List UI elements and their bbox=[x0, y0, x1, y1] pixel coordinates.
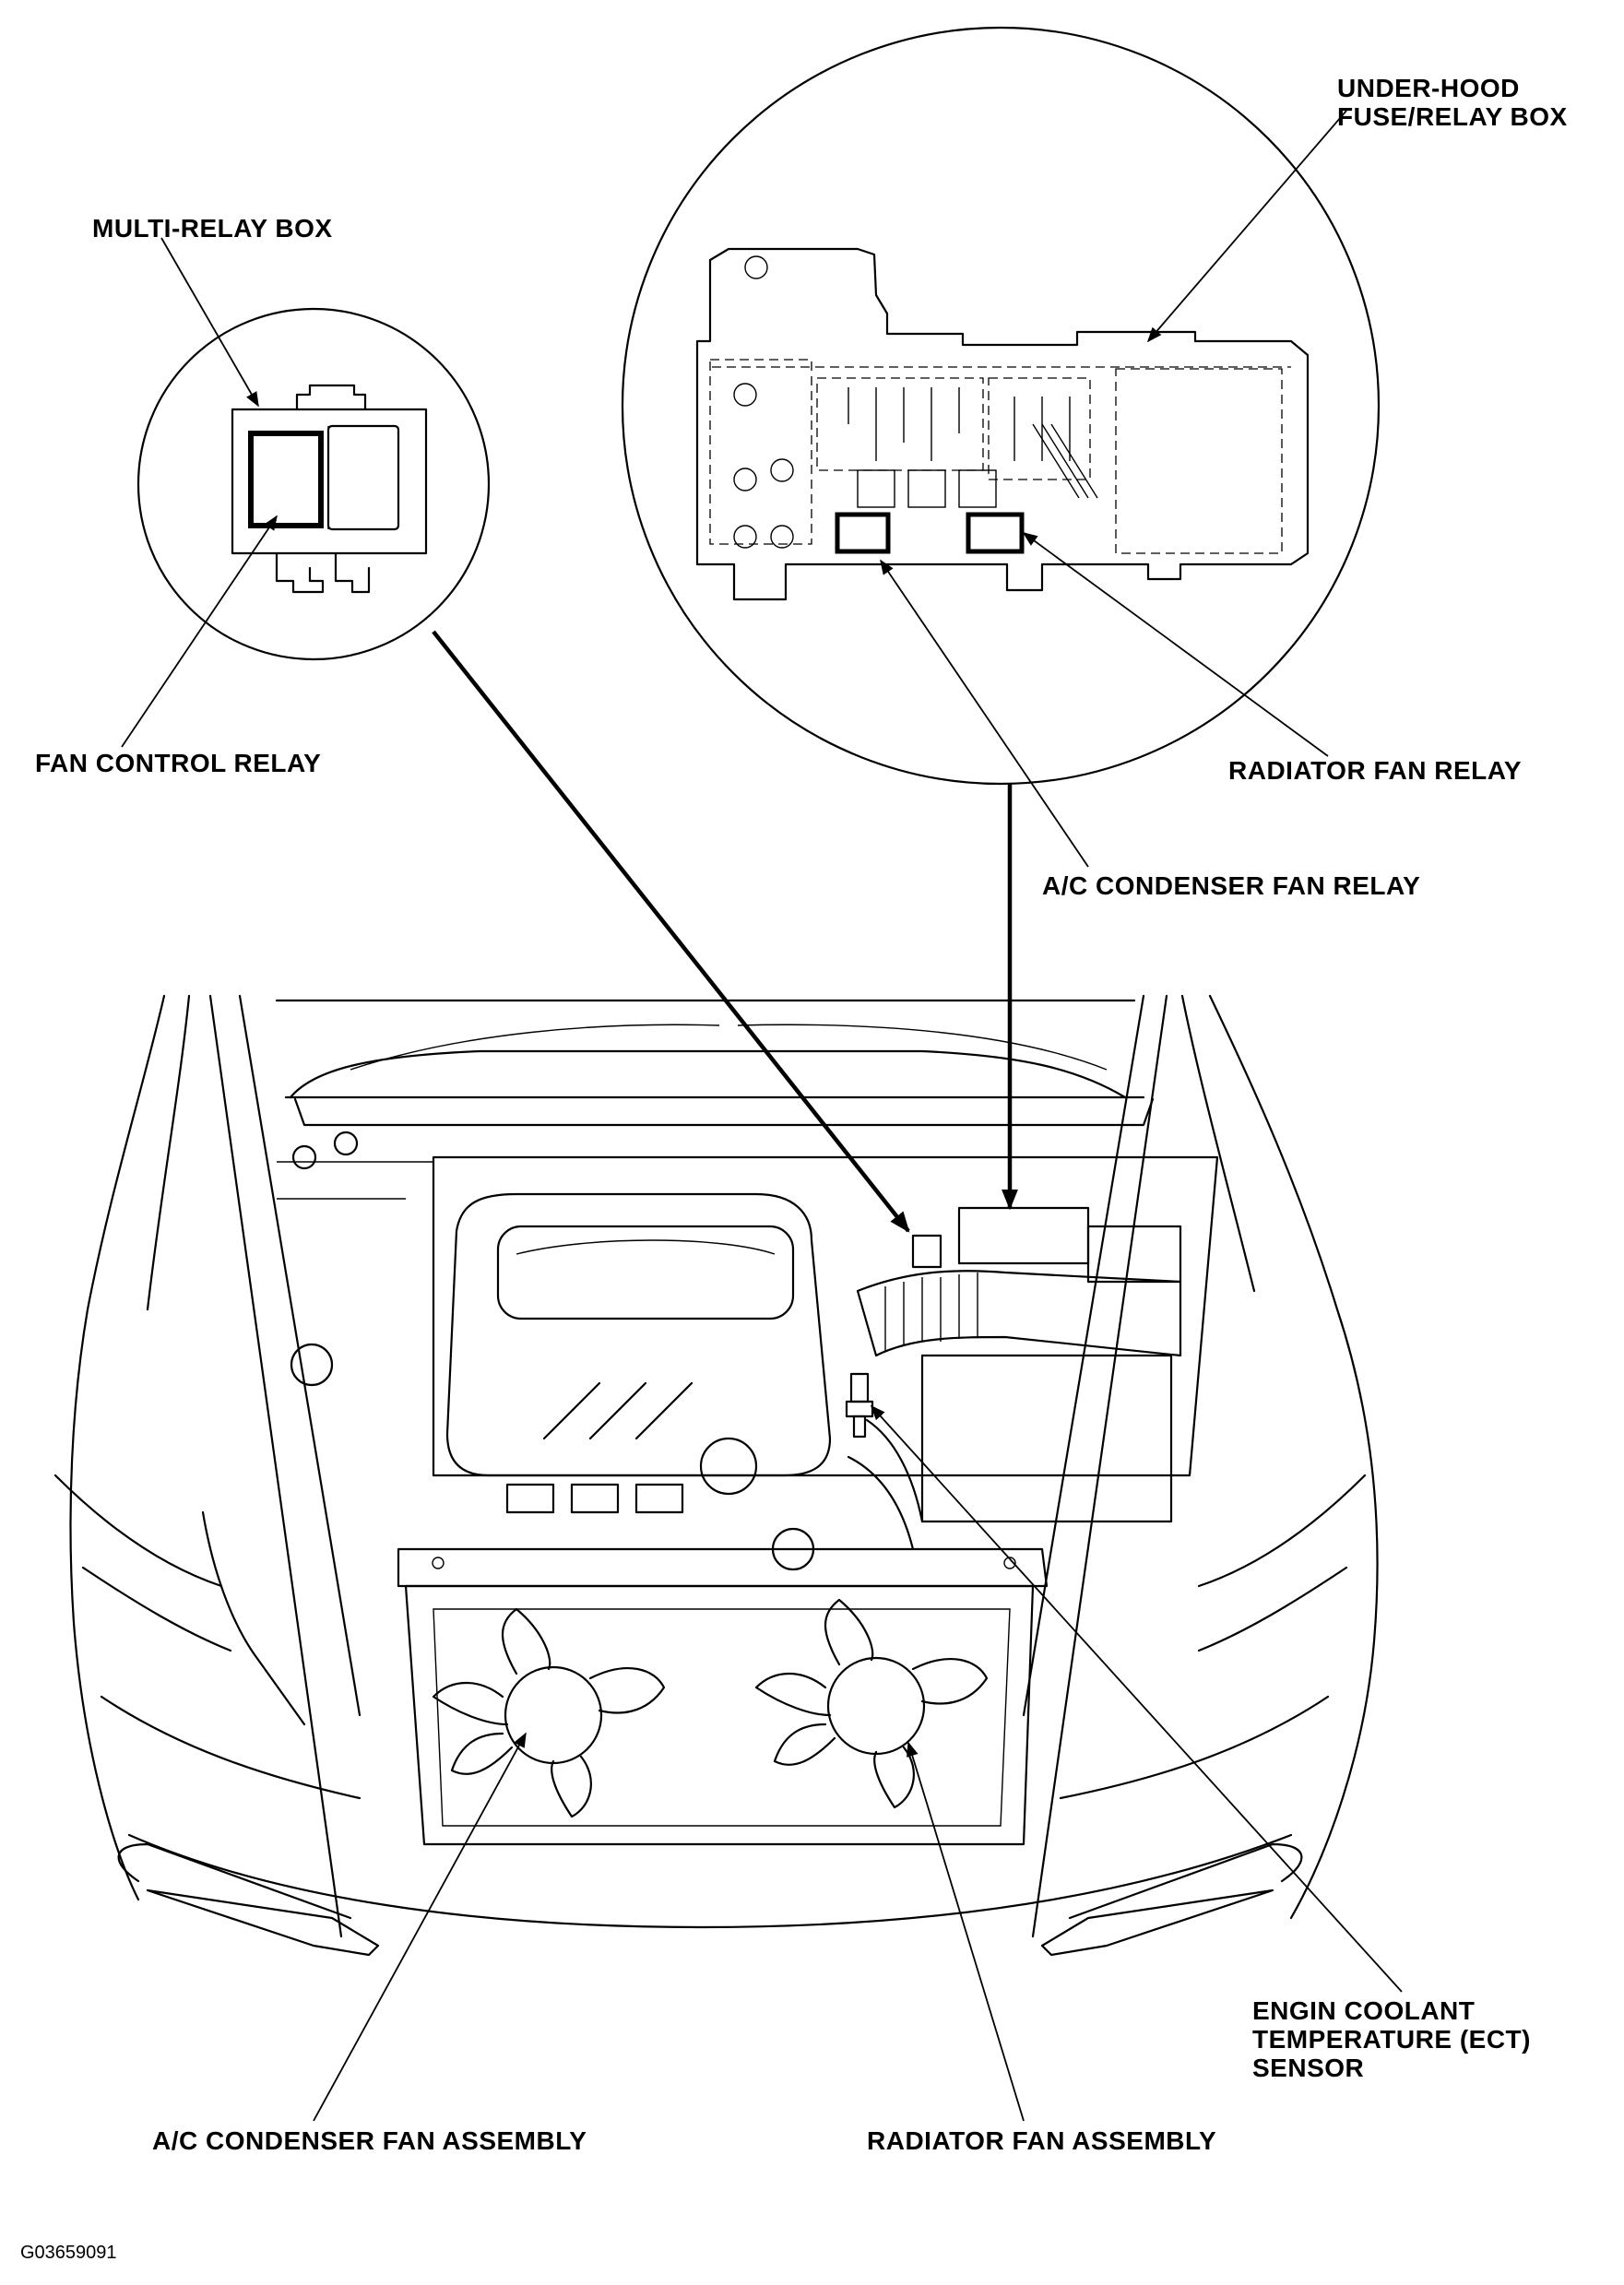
fuse-relay-box-drawing bbox=[695, 247, 1310, 601]
label-under-hood-line2: FUSE/RELAY BOX bbox=[1337, 102, 1568, 131]
leader-radiator-fan-relay bbox=[1022, 532, 1329, 757]
label-fan-control-relay: FAN CONTROL RELAY bbox=[35, 749, 322, 777]
under-hood-detail-circle bbox=[621, 26, 1381, 786]
multi-relay-detail-circle bbox=[136, 307, 491, 661]
label-radiator-fan-assembly: RADIATOR FAN ASSEMBLY bbox=[867, 2126, 1217, 2155]
label-radiator-fan-relay: RADIATOR FAN RELAY bbox=[1228, 756, 1523, 785]
vehicle-drawing bbox=[53, 994, 1379, 1957]
label-ac-condenser-fan-relay: A/C CONDENSER FAN RELAY bbox=[1042, 871, 1421, 900]
multi-relay-location-arrow bbox=[432, 630, 910, 1233]
leader-under-hood bbox=[1146, 110, 1347, 343]
ac-condenser-fan-relay-marker bbox=[835, 512, 891, 554]
radiator-fan-drawing bbox=[754, 1598, 989, 1809]
figure-id: G03659091 bbox=[20, 2243, 117, 2263]
fan-control-relay-marker bbox=[248, 431, 324, 528]
leader-fan-control-relay bbox=[121, 515, 278, 748]
label-multi-relay-box: MULTI-RELAY BOX bbox=[92, 214, 333, 243]
leader-lines bbox=[121, 110, 1403, 2122]
label-ect-line2: TEMPERATURE (ECT) bbox=[1252, 2025, 1531, 2054]
label-under-hood-fuse-relay-box: UNDER-HOOD FUSE/RELAY BOX bbox=[1337, 74, 1568, 131]
radiator-drawing bbox=[397, 1547, 1049, 1846]
label-ect-sensor: ENGIN COOLANT TEMPERATURE (ECT) SENSOR bbox=[1252, 1996, 1531, 2082]
label-ect-line1: ENGIN COOLANT bbox=[1252, 1996, 1476, 2025]
leader-ac-condenser-fan-assembly bbox=[313, 1732, 527, 2122]
leader-multi-relay-box bbox=[160, 237, 259, 408]
label-under-hood-line1: UNDER-HOOD bbox=[1337, 74, 1520, 102]
label-ac-condenser-fan-assembly: A/C CONDENSER FAN ASSEMBLY bbox=[152, 2126, 587, 2155]
radiator-fan-relay-marker bbox=[966, 512, 1025, 554]
leader-radiator-fan-assembly bbox=[907, 1741, 1025, 2122]
ac-condenser-fan-drawing bbox=[432, 1607, 666, 1818]
leader-ac-condenser-fan-relay bbox=[880, 559, 1089, 868]
label-ect-line3: SENSOR bbox=[1252, 2054, 1365, 2082]
multi-relay-box-drawing bbox=[231, 384, 428, 594]
ect-sensor-drawing bbox=[845, 1372, 874, 1438]
leader-ect-sensor bbox=[870, 1404, 1403, 1993]
location-arrows bbox=[432, 630, 1018, 1233]
